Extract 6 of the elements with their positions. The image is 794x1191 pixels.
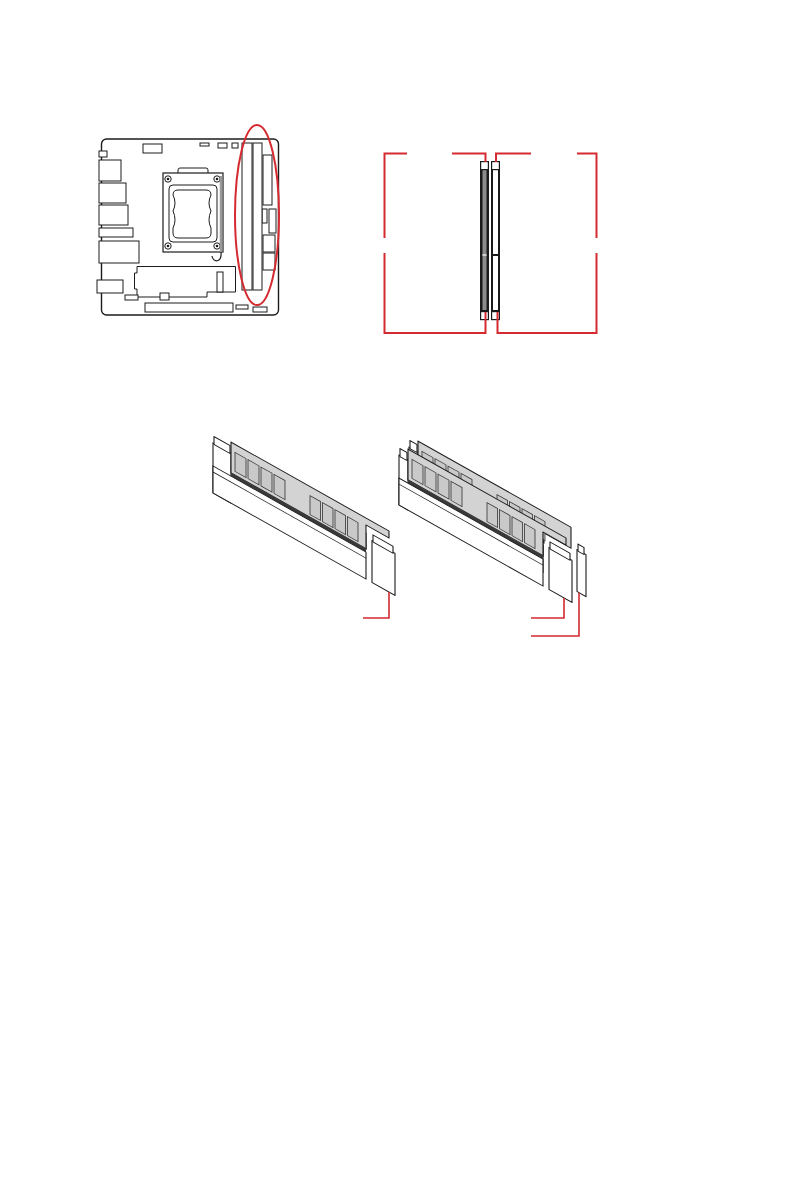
slot-latch	[548, 541, 573, 603]
leader-line	[362, 591, 390, 619]
slot-latch	[371, 534, 396, 596]
leader-line	[530, 597, 565, 619]
slot-latch	[576, 543, 587, 598]
leader-line	[530, 591, 580, 637]
